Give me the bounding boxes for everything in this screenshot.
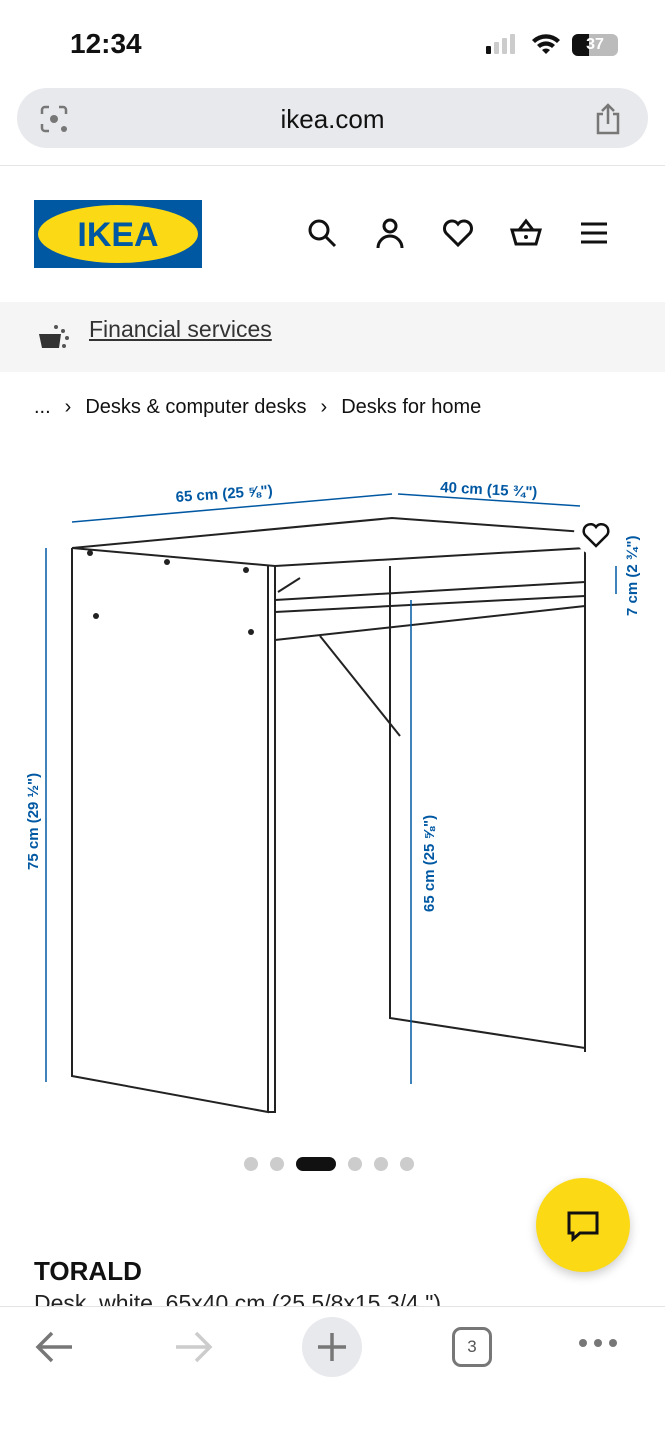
share-icon[interactable] (593, 102, 623, 136)
product-image[interactable]: 65 cm (25 ⅝") 40 cm (15 ¾") 75 cm (29 ½"… (0, 460, 665, 1130)
breadcrumb-desks[interactable]: Desks & computer desks (85, 396, 307, 418)
carousel-dot[interactable] (374, 1157, 388, 1171)
heart-icon[interactable] (441, 216, 475, 250)
carousel-dot[interactable] (400, 1157, 414, 1171)
breadcrumb-ellipsis[interactable]: ... (34, 396, 51, 418)
dimension-depth: 40 cm (15 ¾") (440, 479, 538, 501)
product-name: TORALD (34, 1256, 142, 1286)
chevron-right-icon: › (320, 396, 328, 418)
header-icons (305, 216, 611, 250)
basket-icon[interactable] (509, 216, 543, 250)
carousel-indicator (244, 1157, 414, 1171)
divider (0, 165, 665, 166)
new-tab-button[interactable] (302, 1317, 362, 1377)
ikea-logo[interactable]: IKEA (34, 200, 202, 268)
product-description: Desk, white, 65x40 cm (25 5/8x15 3/4 ") (34, 1290, 442, 1306)
clock: 12:34 (70, 28, 142, 59)
dimension-height: 75 cm (29 ½") (25, 773, 42, 870)
forward-icon[interactable] (174, 1329, 214, 1365)
chat-button[interactable] (536, 1178, 630, 1272)
dimension-width: 65 cm (25 ⅝") (175, 482, 273, 506)
chevron-right-icon: › (64, 396, 72, 418)
user-icon[interactable] (373, 216, 407, 250)
favorite-heart-icon[interactable] (582, 522, 610, 548)
carousel-dot[interactable] (348, 1157, 362, 1171)
battery-indicator: 37 (572, 34, 618, 56)
plus-icon (318, 1333, 346, 1361)
status-bar: 12:34 37 (0, 0, 665, 80)
more-icon[interactable] (578, 1337, 618, 1349)
logo-text: IKEA (77, 216, 158, 254)
back-icon[interactable] (34, 1329, 74, 1365)
breadcrumb-desks-for-home[interactable]: Desks for home (341, 396, 482, 418)
dimension-shelf: 7 cm (2 ¾") (624, 536, 641, 616)
browser-toolbar: 3 (0, 1306, 665, 1440)
wifi-icon (532, 34, 560, 54)
lens-icon[interactable] (39, 104, 69, 134)
financial-services-link[interactable]: Financial services (89, 316, 272, 342)
carousel-dot[interactable] (270, 1157, 284, 1171)
piggy-bank-icon (39, 325, 69, 348)
breadcrumb: ... › Desks & computer desks › Desks for h… (34, 396, 481, 419)
search-icon[interactable] (305, 216, 339, 250)
url-text[interactable]: ikea.com (280, 104, 385, 134)
menu-icon[interactable] (577, 216, 611, 250)
address-bar[interactable]: ikea.com (17, 88, 648, 148)
carousel-dot-active[interactable] (296, 1157, 336, 1171)
financial-services-banner: Financial services (0, 302, 665, 372)
signal-icon (486, 34, 515, 54)
tab-switcher-button[interactable]: 3 (452, 1327, 492, 1367)
carousel-dot[interactable] (244, 1157, 258, 1171)
dimension-leg-height: 65 cm (25 ⅝") (421, 815, 438, 912)
chat-icon (567, 1211, 599, 1242)
